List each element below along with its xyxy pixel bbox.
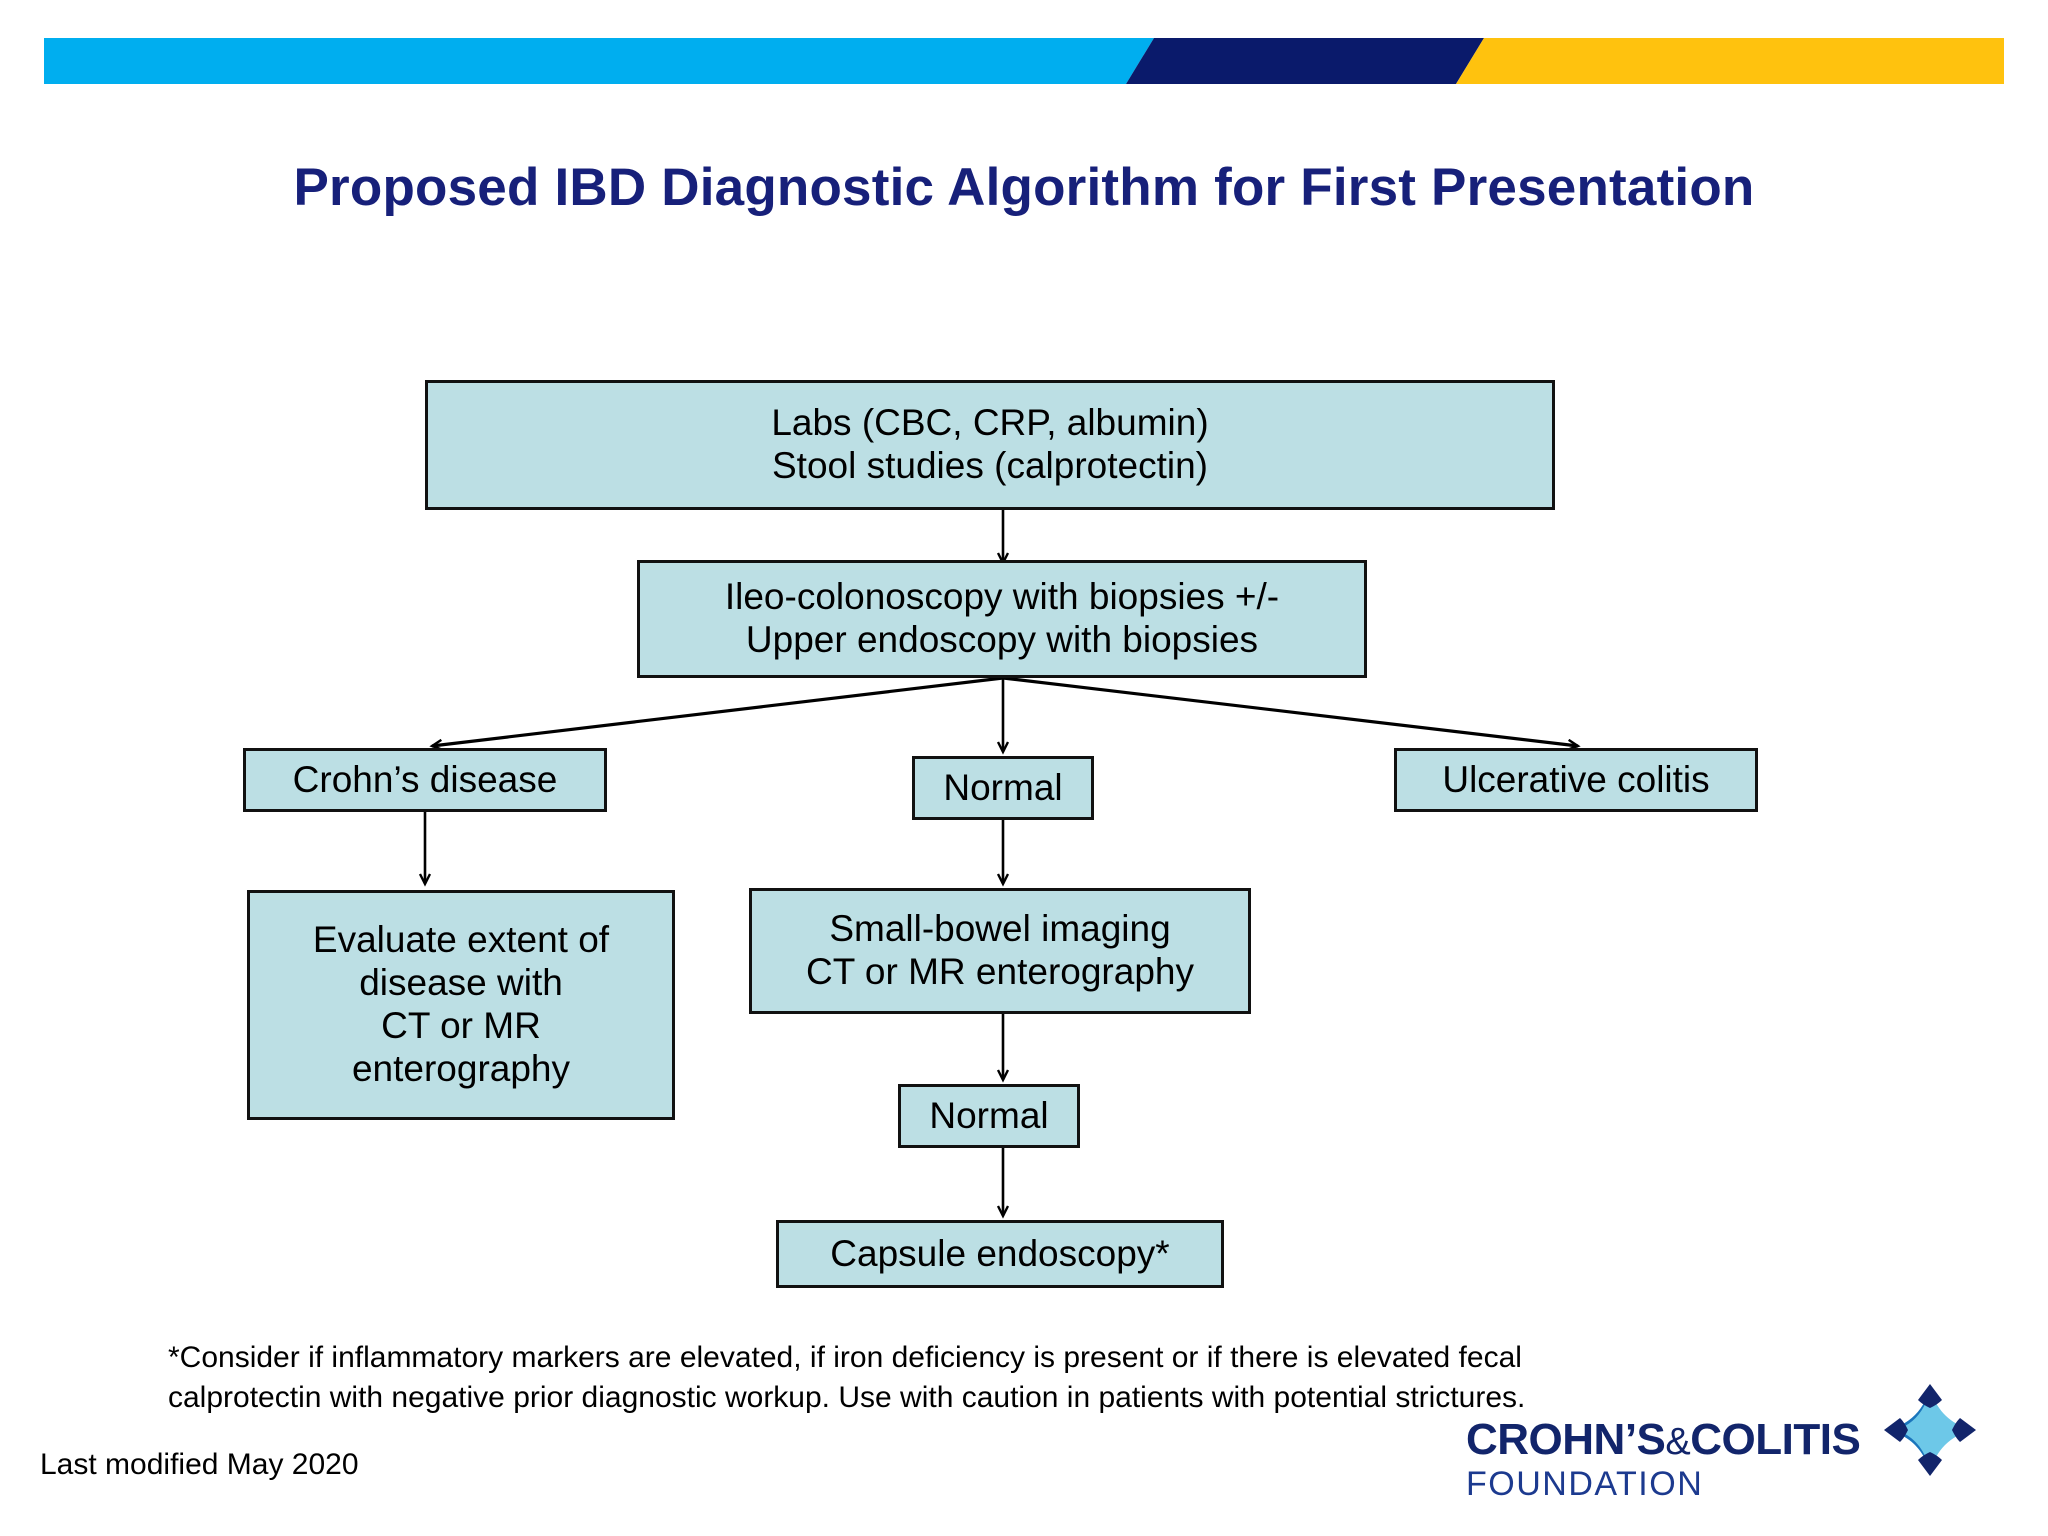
node-normal-imaging[interactable]: Normal — [898, 1084, 1080, 1148]
node-ileo-line-2: Upper endoscopy with biopsies — [745, 619, 1259, 660]
node-evaluate-extent[interactable]: Evaluate extent of disease with CT or MR… — [247, 890, 675, 1120]
node-ileo-line-1: Ileo-colonoscopy with biopsies +/- — [724, 576, 1280, 618]
page-title: Proposed IBD Diagnostic Algorithm for Fi… — [293, 158, 1755, 217]
logo-crohns-text: CROHN’S — [1466, 1415, 1666, 1464]
node-labs-line-2: Stool studies (calprotectin) — [772, 445, 1208, 486]
node-uc-label: Ulcerative colitis — [1442, 758, 1710, 800]
footnote-line-1: *Consider if inflammatory markers are el… — [168, 1341, 1522, 1374]
header-banner — [44, 38, 2004, 84]
logo-wordmark: CROHN’S&COLITIS FOUNDATION — [1466, 1418, 1906, 1503]
node-capsule-endoscopy[interactable]: Capsule endoscopy* — [776, 1220, 1224, 1288]
node-small-bowel-imaging[interactable]: Small-bowel imaging CT or MR enterograph… — [749, 888, 1251, 1014]
logo-main-line: CROHN’S&COLITIS — [1466, 1418, 1906, 1462]
node-evaluate-line-3: CT or MR — [381, 1005, 541, 1046]
four-point-star-icon — [1870, 1370, 1990, 1490]
last-modified-text: Last modified May 2020 — [40, 1448, 359, 1481]
node-crohns-disease[interactable]: Crohn’s disease — [243, 748, 607, 812]
node-normal2-label: Normal — [929, 1094, 1049, 1136]
footnote-line-2: calprotectin with negative prior diagnos… — [168, 1380, 1526, 1414]
footnote: *Consider if inflammatory markers are el… — [168, 1338, 1768, 1418]
logo-colitis-text: COLITIS — [1690, 1415, 1861, 1464]
node-evaluate-line-1: Evaluate extent of — [312, 919, 610, 961]
logo-ampersand: & — [1665, 1421, 1691, 1463]
node-imaging-line-2: CT or MR enterography — [806, 951, 1194, 992]
node-evaluate-line-4: enterography — [351, 1047, 571, 1089]
node-normal-endoscopy[interactable]: Normal — [912, 756, 1094, 820]
banner-gold-segment — [1456, 38, 2004, 84]
crohns-colitis-foundation-logo: CROHN’S&COLITIS FOUNDATION — [1466, 1384, 2026, 1508]
node-labs-line-1: Labs (CBC, CRP, albumin) — [771, 402, 1209, 444]
node-crohns-label: Crohn’s disease — [292, 758, 558, 800]
node-capsule-label: Capsule endoscopy* — [830, 1232, 1170, 1274]
node-ulcerative-colitis[interactable]: Ulcerative colitis — [1394, 748, 1758, 812]
node-ileocolonoscopy[interactable]: Ileo-colonoscopy with biopsies +/- Upper… — [637, 560, 1367, 678]
node-normal1-label: Normal — [943, 766, 1063, 808]
banner-cyan-segment — [44, 38, 1154, 84]
node-evaluate-line-2: disease with — [359, 962, 563, 1004]
logo-foundation-text: FOUNDATION — [1466, 1465, 1704, 1503]
banner-navy-segment — [1126, 38, 1484, 84]
node-imaging-line-1: Small-bowel imaging — [829, 908, 1171, 950]
node-labs[interactable]: Labs (CBC, CRP, albumin) Stool studies (… — [425, 380, 1555, 510]
